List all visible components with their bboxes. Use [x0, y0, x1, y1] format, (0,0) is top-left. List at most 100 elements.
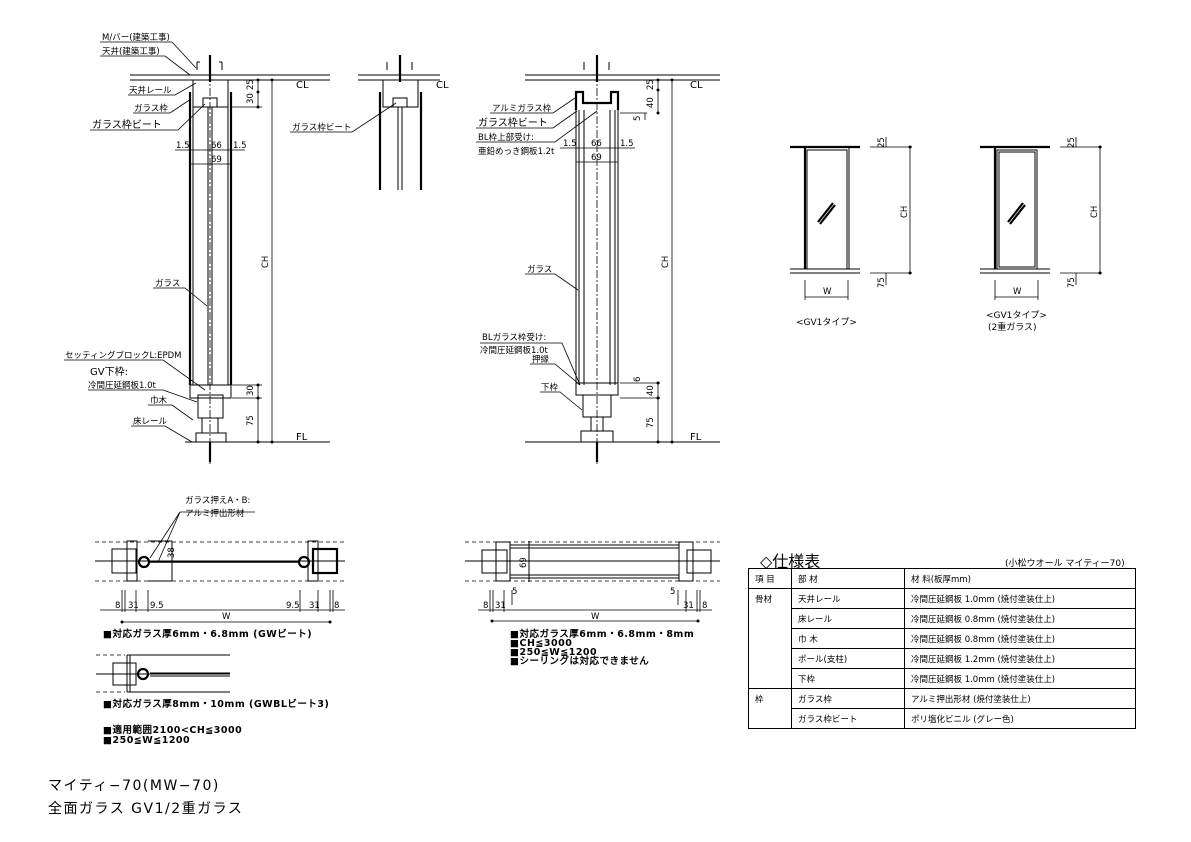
- elevation-label: <GV1タイプ>: [986, 310, 1047, 321]
- plan-a: ガラス押えA・B: アルミ押出形材 38 8 31 9.5 9.5 31 8 W…: [95, 495, 345, 640]
- dim-75: 75: [877, 277, 887, 288]
- dim-31-right: 31: [683, 601, 694, 611]
- dim-w: W: [222, 612, 231, 622]
- label-glass-frame: ガラス枠: [134, 103, 168, 114]
- material-cell: 冷間圧延鋼板 0.8mm (焼付塗装仕上): [904, 628, 1136, 649]
- table-header-row: 項 目 部 材 材 料(板厚mm): [748, 568, 1136, 589]
- part-cell: ガラス枠ビート: [791, 708, 905, 729]
- dim-69: 69: [211, 155, 222, 165]
- dim-8-left: 8: [483, 601, 488, 611]
- label-bead: ガラス枠ビート: [478, 116, 548, 129]
- part-cell: 天井レール: [791, 588, 905, 609]
- dim-5-left: 5: [512, 587, 517, 597]
- section-a: 25 30 CH 30 75 CL FL 1.5 66 1.5 69 M/バー(…: [64, 32, 330, 465]
- label-glass: ガラス: [155, 278, 180, 289]
- label-glass-frame-bead-b: ガラス枠ビート: [292, 122, 351, 133]
- part-cell: 巾 木: [791, 628, 905, 649]
- dim-8-right: 8: [702, 601, 707, 611]
- dim-bottom-75: 75: [246, 415, 256, 426]
- spec-table-subtitle: (小松ウオール マイティー70): [1005, 559, 1125, 569]
- dim-25: 25: [877, 137, 887, 148]
- dim-bottom-40: 40: [646, 385, 656, 396]
- label-alu-frame: アルミガラス枠: [492, 103, 552, 114]
- label-ceiling-rail: 天井レール: [129, 85, 172, 96]
- plan-c-note: ■対応ガラス厚8mm・10mm (GWBLビート3): [103, 698, 329, 710]
- header-part: 部 材: [791, 568, 905, 589]
- label-bl-glass-material: 冷間圧延鋼板1.0t: [480, 345, 549, 356]
- table-row: 下枠 冷間圧延鋼板 1.0mm (焼付塗装仕上): [749, 668, 1136, 689]
- dim-top-25: 25: [246, 79, 256, 90]
- dim-bottom-6: 6: [633, 377, 643, 382]
- dim-1-5-left: 1.5: [563, 139, 577, 149]
- dim-5-right: 5: [670, 587, 675, 597]
- dim-31-right: 31: [309, 601, 320, 611]
- label-bl-glass: BLガラス枠受け:: [482, 332, 546, 343]
- label-setting-block: セッティングブロックL:EPDM: [65, 350, 181, 361]
- part-cell: ガラス枠: [791, 688, 905, 709]
- dim-depth: 69: [519, 557, 529, 568]
- dim-66: 66: [591, 139, 602, 149]
- material-cell: ポリ塩化ビニル (グレー色): [904, 708, 1136, 729]
- label-alu-extrusion: アルミ押出形材: [185, 508, 245, 519]
- drawing-title-model: マイティ−70(MW−70): [48, 778, 220, 794]
- material-cell: 冷間圧延鋼板 1.0mm (焼付塗装仕上): [904, 668, 1136, 689]
- dim-ch: CH: [661, 256, 671, 268]
- dim-w: W: [591, 612, 600, 622]
- dim-1-5-right: 1.5: [233, 141, 247, 151]
- table-row: ポール(支柱) 冷間圧延鋼板 1.2mm (焼付塗装仕上): [749, 648, 1136, 669]
- spec-table-title: ◇仕様表: [760, 552, 821, 571]
- label-bottom-frame: 下枠: [541, 382, 559, 393]
- dim-top-25: 25: [646, 79, 656, 90]
- dim-8-left: 8: [115, 601, 120, 611]
- dim-25: 25: [1067, 137, 1077, 148]
- dim-top-30: 30: [246, 93, 256, 104]
- elevation-gv1-double-glass: 25 CH 75 W <GV1タイプ> (2重ガラス): [980, 137, 1102, 333]
- label-bl-top-material: 亜鉛めっき鋼板1.2t: [478, 146, 555, 157]
- table-row: 床レール 冷間圧延鋼板 0.8mm (焼付塗装仕上): [749, 608, 1136, 629]
- section-c: 25 40 5 CH 6 40 75 CL FL 1.5 66 1.5 69 ア…: [476, 55, 720, 465]
- dim-top-40: 40: [646, 97, 656, 108]
- dim-9-5-left: 9.5: [150, 601, 164, 611]
- table-row: 枠 ガラス枠 アルミ押出形材 (焼付塗装仕上): [748, 688, 1136, 729]
- dim-66: 66: [211, 141, 222, 151]
- header-item: 項 目: [748, 568, 792, 589]
- plan-b-note: ■250≦W≦1200: [510, 647, 597, 658]
- plan-c-range: ■適用範囲2100<CH≦3000: [103, 724, 242, 736]
- group-frame-members: 骨材: [748, 588, 792, 689]
- fl-label: FL: [296, 432, 308, 443]
- part-cell: 下枠: [791, 668, 905, 689]
- spec-table: 項 目 部 材 材 料(板厚mm) 骨材 天井レール 冷間圧延鋼板 1.0mm …: [748, 568, 1136, 729]
- dim-31-left: 31: [495, 601, 506, 611]
- dim-bottom-30: 30: [246, 385, 256, 396]
- label-glass: ガラス: [527, 264, 552, 275]
- drawing-title-type: 全面ガラス GV1/2重ガラス: [48, 800, 243, 817]
- cl-label-c: CL: [690, 80, 703, 91]
- elevation-gv1: 25 CH 75 W <GV1タイプ>: [790, 137, 912, 328]
- dim-8-right: 8: [334, 601, 339, 611]
- dim-31-left: 31: [128, 601, 139, 611]
- cl-label: CL: [296, 80, 309, 91]
- dim-ch: CH: [1090, 206, 1100, 218]
- dim-top-5: 5: [633, 116, 643, 121]
- dim-w: W: [1013, 287, 1022, 297]
- dim-75: 75: [1067, 277, 1077, 288]
- dim-1-5-right: 1.5: [620, 139, 634, 149]
- plan-b: 69 5 5 8 31 31 8 W ■対応ガラス厚6mm・6.8mm・8mm …: [465, 541, 720, 667]
- label-stop: 押縁: [532, 354, 550, 365]
- label-glass-frame-bead: ガラス枠ビート: [92, 118, 162, 131]
- part-cell: 床レール: [791, 608, 905, 629]
- material-cell: 冷間圧延鋼板 1.0mm (焼付塗装仕上): [904, 588, 1136, 609]
- dim-ch: CH: [261, 256, 271, 268]
- fl-label-c: FL: [690, 432, 702, 443]
- label-gv-bottom-material: 冷間圧延鋼板1.0t: [88, 380, 157, 391]
- table-row: 骨材 天井レール 冷間圧延鋼板 1.0mm (焼付塗装仕上): [748, 588, 1136, 689]
- plan-c-range: ■250≦W≦1200: [103, 735, 190, 746]
- elevation-sublabel: (2重ガラス): [988, 321, 1037, 333]
- header-material: 材 料(板厚mm): [904, 568, 1136, 589]
- label-glass-stop: ガラス押えA・B:: [185, 495, 250, 506]
- dim-9-5-right: 9.5: [286, 601, 300, 611]
- dim-w: W: [823, 287, 832, 297]
- plan-b-note: ■対応ガラス厚6mm・6.8mm・8mm: [510, 628, 694, 640]
- label-gv-bottom-frame: GV下枠:: [90, 365, 128, 378]
